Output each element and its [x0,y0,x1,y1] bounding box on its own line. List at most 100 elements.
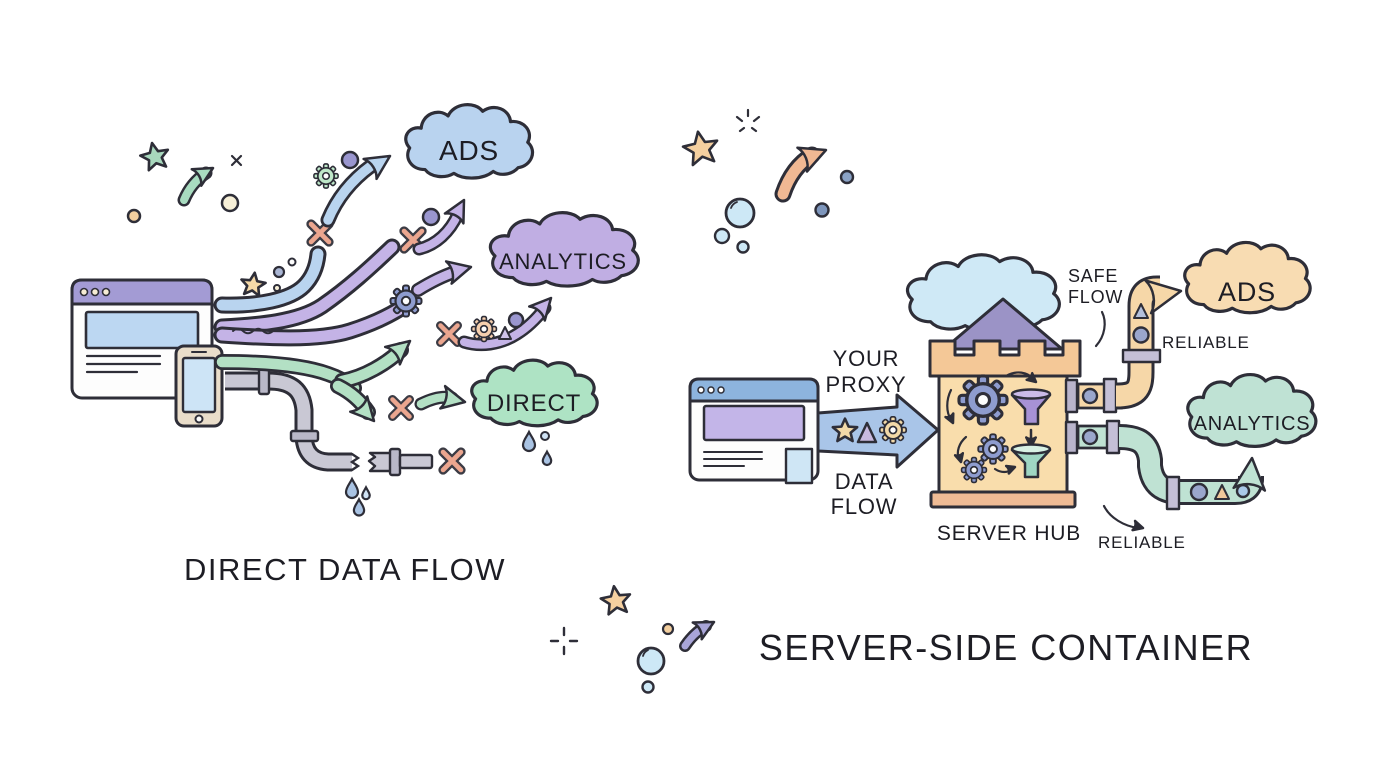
funnel-icon [1010,388,1052,426]
flow-label-line1: DATA [835,469,894,494]
ads-cloud-label: ADS [439,135,499,166]
browser-window-right [688,377,820,485]
gear-icon [313,163,339,189]
dot-icon [273,284,281,292]
broken-pipe [225,366,461,517]
proxy-label-line1: YOUR [833,346,900,371]
browser-content-block [702,404,806,442]
browser-text-lines [703,451,763,467]
analytics-cloud-label: ANALYTICS [1194,413,1311,435]
data-dot-icon [1081,428,1099,446]
drop-icon [352,498,366,517]
data-dot-icon [340,150,360,170]
safe-flow-line1: SAFE [1068,266,1118,286]
proxy-label-line2: PROXY [825,372,906,397]
star-icon [136,138,173,173]
callout-arrow [1102,504,1140,530]
arrow-icon [774,136,833,203]
star-icon [238,269,268,298]
decorations-top-left [126,138,297,298]
window-dot-icon [101,287,111,297]
hub-crenellation [928,339,1082,378]
pipe-flange [388,447,402,477]
drop-icon [344,477,360,500]
window-dot-icon [717,386,725,394]
gear-icon [960,456,988,484]
arrow-icon [679,612,720,652]
triangle-icon [1133,303,1149,319]
gear-icon [977,433,1009,465]
drop-icon [540,431,550,441]
pipe-to-analytics [1064,419,1268,511]
drop-icon [361,486,371,500]
server-hub [905,252,1082,509]
data-stream-purple [213,193,561,352]
window-dot-icon [79,287,89,297]
data-dot-icon [507,311,525,329]
reliable-top-label: RELIABLE [1162,333,1250,352]
analytics-cloud-label: ANALYTICS [499,249,627,274]
star-icon [597,582,634,617]
pipe-flange [257,366,271,396]
phone-screen [181,356,217,414]
drop-icon [521,430,537,453]
triangle-icon [856,421,878,444]
sparkle-icon [549,626,579,656]
decorations-bottom-middle [597,582,720,694]
arrow-icon [177,158,219,207]
dot-icon [736,240,750,254]
gear-icon [878,415,908,445]
hub-base [929,490,1077,509]
pipe-break-edge [349,452,361,472]
pipe-flange [1105,419,1121,455]
data-dot-icon [421,207,441,227]
data-stream-green [214,330,469,431]
blocked-x-icon [443,452,461,470]
phone-home-button [194,414,204,424]
right-diagram-title: SERVER-SIDE CONTAINER [759,627,1253,668]
bubble-icon [636,646,666,676]
gear-icon [957,374,1009,426]
browser-window-left [70,278,214,400]
pipe-flange [1165,475,1181,511]
pipe-broken-piece [367,451,394,473]
browser-content-block [84,310,200,350]
proxy-arrow [816,393,940,469]
sparkle-icon [735,108,761,133]
left-diagram-title: DIRECT DATA FLOW [184,552,506,587]
pipe-connector [1064,378,1079,414]
decorations-top-middle [679,108,855,254]
pipe-flange [1121,348,1162,364]
smartphone [174,344,224,428]
pipe-connector [1064,420,1079,455]
ads-cloud-left: ADS [404,103,535,180]
dot-icon [641,680,655,694]
drop-icon [542,450,552,466]
dot-icon [814,202,830,218]
analytics-cloud-right: ANALYTICS [1186,372,1318,448]
pipe-to-ads [1064,275,1184,414]
pipe-flange [1102,377,1118,414]
browser-titlebar [70,278,214,306]
window-dot-icon [697,386,705,394]
data-dot-icon [1081,387,1099,405]
data-dot-icon [1235,483,1251,499]
direct-cloud-label: DIRECT [487,390,581,417]
triangle-icon [498,326,512,340]
pipe-end [398,453,434,470]
browser-side-block [784,447,814,485]
arrow-head [1131,520,1145,534]
dot-icon [220,193,240,213]
cloud-icon [1186,372,1318,448]
squiggle [232,327,284,335]
blocked-x-icon [441,326,458,343]
gear-icon [470,315,498,343]
safe-flow-line2: FLOW [1068,287,1123,307]
server-hub-label: SERVER HUB [937,522,1081,545]
dot-icon [661,622,675,636]
star-icon [679,126,723,168]
triangle-icon [1214,484,1230,500]
bubble-icon [724,197,756,229]
arrow-icon [816,393,940,469]
